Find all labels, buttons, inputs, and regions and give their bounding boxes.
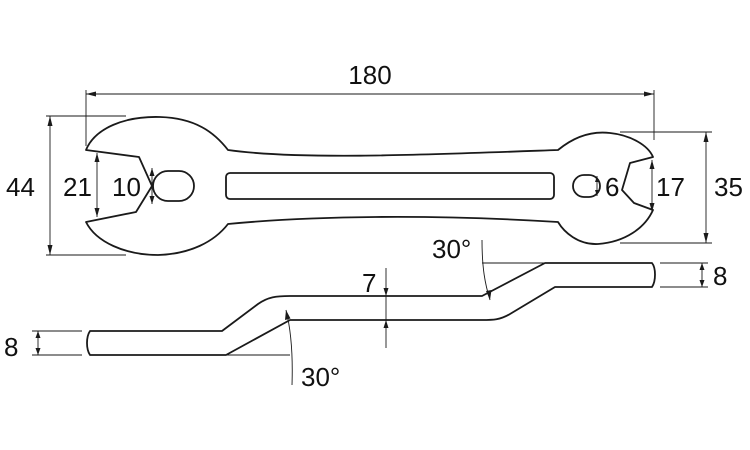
dim-offset: 7 xyxy=(362,268,389,348)
dim-small-end-height: 35 xyxy=(620,131,743,244)
wrench-side-view xyxy=(86,262,656,356)
dim-large-end-jaw-inner: 10 xyxy=(112,168,155,204)
small-end-oval-hole xyxy=(572,174,601,198)
large-end-height-label: 44 xyxy=(6,172,35,202)
large-end-oval-hole xyxy=(152,170,195,202)
dim-large-end-jaw-outer: 21 xyxy=(63,153,100,217)
dim-overall-length: 180 xyxy=(85,60,655,146)
large-end-jaw-inner-label: 10 xyxy=(112,172,141,202)
dim-left-thickness: 8 xyxy=(4,330,82,362)
dim-angle-upper: 30° xyxy=(432,234,545,301)
dim-small-end-jaw-inner: 6 xyxy=(595,172,619,202)
overall-length-label: 180 xyxy=(348,60,391,90)
right-thickness-label: 8 xyxy=(713,261,727,291)
angle-lower-label: 30° xyxy=(301,362,340,392)
wrench-outline xyxy=(85,116,654,256)
center-slot xyxy=(225,172,555,200)
dim-small-end-jaw-outer: 17 xyxy=(649,160,685,212)
dim-large-end-height: 44 xyxy=(6,115,126,256)
small-end-height-label: 35 xyxy=(714,172,743,202)
large-end-jaw-outer-label: 21 xyxy=(63,172,92,202)
angle-upper-label: 30° xyxy=(432,234,471,264)
side-profile-outline xyxy=(86,262,656,356)
small-end-jaw-outer-label: 17 xyxy=(656,172,685,202)
offset-label: 7 xyxy=(362,268,376,298)
left-thickness-label: 8 xyxy=(4,332,18,362)
small-end-jaw-inner-label: 6 xyxy=(605,172,619,202)
dim-right-thickness: 8 xyxy=(660,261,727,291)
wrench-top-view xyxy=(85,116,654,256)
dim-angle-lower: 30° xyxy=(226,309,340,392)
